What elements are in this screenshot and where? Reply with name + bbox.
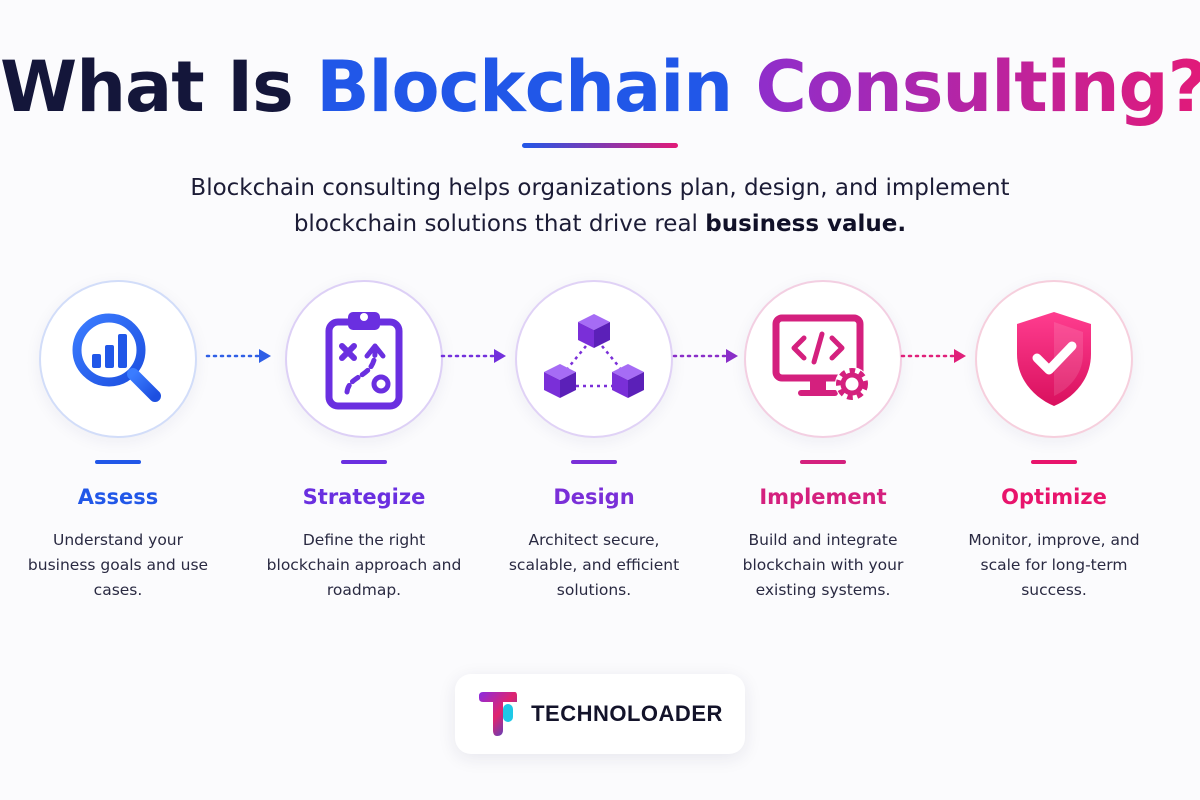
- shield-check-icon: [1017, 312, 1091, 406]
- step-design-circle: [515, 280, 673, 438]
- arrow-right-icon: [672, 349, 738, 363]
- step-assess-title: Assess: [77, 485, 159, 509]
- arrow-right-icon: [900, 349, 966, 363]
- subtitle-line-2: blockchain solutions that drive real bus…: [0, 206, 1200, 242]
- step-implement-title: Implement: [759, 485, 887, 509]
- step-implement-bar: [800, 460, 846, 464]
- step-strategize: Strategize Define the right blockchain a…: [249, 280, 479, 603]
- brand-logo: TECHNOLOADER: [455, 674, 745, 754]
- subtitle-line-1: Blockchain consulting helps organization…: [190, 175, 1010, 201]
- step-design: Design Architect secure, scalable, and e…: [479, 280, 709, 603]
- step-optimize-description: Monitor, improve, and scale for long-ter…: [968, 531, 1140, 599]
- step-optimize-circle: [975, 280, 1133, 438]
- step-implement-circle: [744, 280, 902, 438]
- step-optimize-title: Optimize: [1001, 485, 1107, 509]
- step-assess-description: Understand your business goals and use c…: [27, 531, 209, 599]
- arrow-right-icon: [205, 349, 271, 363]
- analytics-magnifier-icon: [72, 313, 161, 402]
- step-optimize-bar: [1031, 460, 1077, 464]
- step-assess: Assess Understand your business goals an…: [3, 280, 233, 603]
- title-part-1: What Is: [0, 46, 317, 128]
- step-strategize-circle: [285, 280, 443, 438]
- technoloader-logo-icon: [479, 692, 518, 736]
- step-design-title: Design: [553, 485, 635, 509]
- subtitle: Blockchain consulting helps organization…: [0, 170, 1200, 242]
- step-design-bar: [571, 460, 617, 464]
- subtitle-line-2-text: blockchain solutions that drive real: [293, 211, 706, 237]
- brand-name: TECHNOLOADER: [531, 701, 723, 726]
- strategy-clipboard-icon: [325, 312, 403, 410]
- title-part-2: Blockchain: [316, 46, 733, 128]
- step-implement-description: Build and integrate blockchain with your…: [742, 531, 904, 599]
- step-assess-bar: [95, 460, 141, 464]
- page-title: What Is Blockchain Consulting?: [0, 42, 1200, 132]
- step-strategize-bar: [341, 460, 387, 464]
- step-optimize: Optimize Monitor, improve, and scale for…: [939, 280, 1169, 603]
- title-part-3: Consulting?: [732, 46, 1200, 128]
- subtitle-emphasis: business value.: [705, 211, 907, 237]
- step-strategize-description: Define the right blockchain approach and…: [266, 531, 462, 599]
- step-implement: Implement Build and integrate blockchain…: [708, 280, 938, 603]
- step-design-description: Architect secure, scalable, and efficien…: [508, 531, 680, 599]
- title-underline: [522, 143, 678, 148]
- arrow-right-icon: [440, 349, 506, 363]
- step-assess-circle: [39, 280, 197, 438]
- code-monitor-gear-icon: [772, 314, 869, 401]
- cubes-network-icon: [544, 314, 644, 398]
- step-strategize-title: Strategize: [302, 485, 426, 509]
